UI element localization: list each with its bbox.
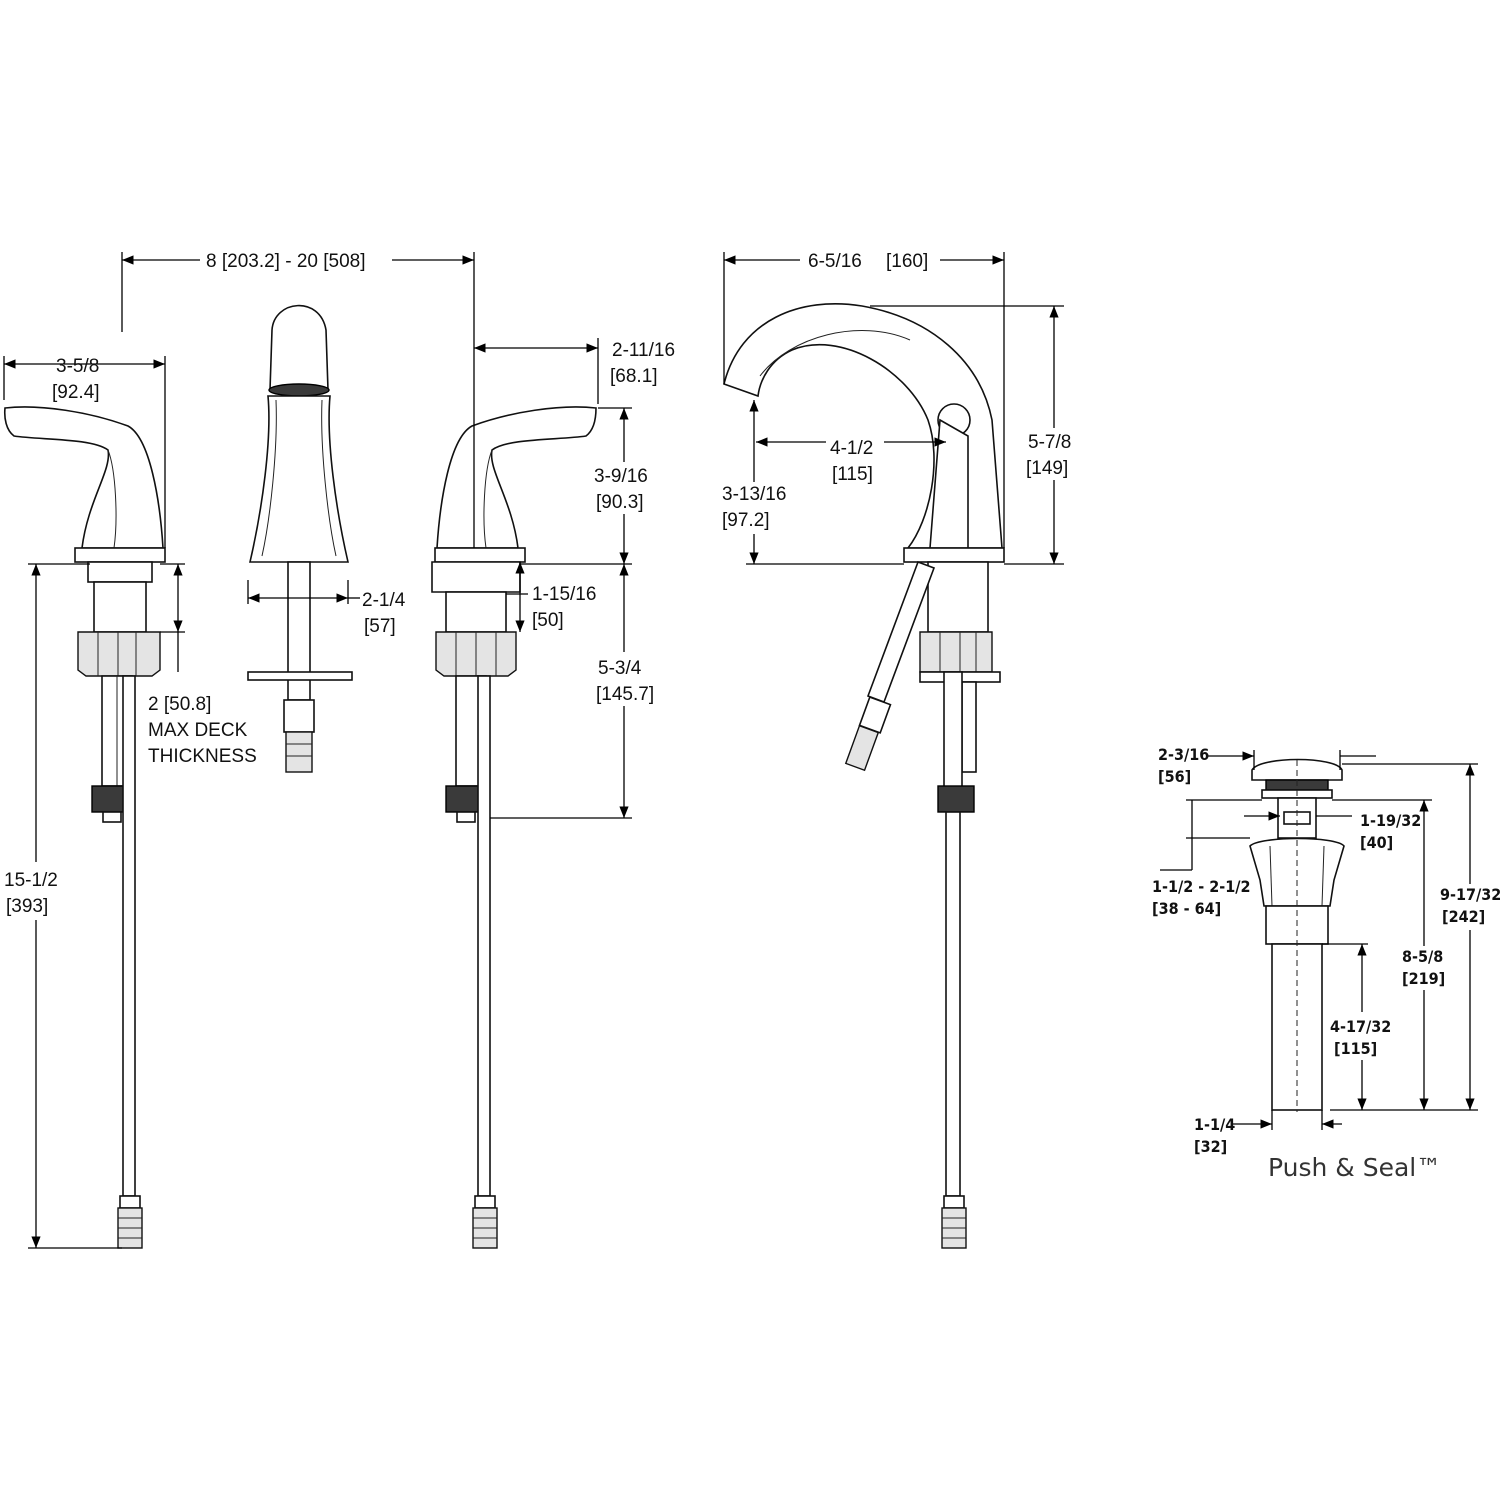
- drain-cap-dia-in: 2-3/16: [1158, 745, 1209, 764]
- handle-depth-in: 2-11/16: [612, 340, 675, 361]
- drain-cap-dia-mm: [56]: [1158, 767, 1191, 786]
- spout-reach-in: 6-5/16: [808, 251, 862, 272]
- aerator-height-in: 3-13/16: [722, 484, 786, 505]
- handle-depth-mm: [68.1]: [610, 366, 658, 387]
- spout-side-view: [723, 303, 1005, 1249]
- center-spout-front: [247, 304, 353, 773]
- dimension-labels: 8 [203.2] - 20 [508] 3-5/8 [92.4] 2 [50.…: [4, 246, 1500, 1182]
- drain-flange-mm: [40]: [1360, 833, 1393, 852]
- spout-clearance-in: 4-1/2: [830, 438, 873, 459]
- handle-spread-label: 8 [203.2] - 20 [508]: [206, 251, 366, 272]
- total-length-in: 15-1/2: [4, 870, 58, 891]
- handle-width-in: 3-5/8: [56, 356, 99, 377]
- push-seal-drain: [1249, 758, 1345, 1112]
- handle-height-in: 3-9/16: [594, 466, 648, 487]
- shank-mm: [50]: [532, 610, 564, 631]
- spout-clearance-mm: [115]: [832, 464, 873, 485]
- aerator-height-mm: [97.2]: [722, 510, 770, 531]
- dimension-lines: [3, 252, 1478, 1249]
- deck-thickness-line2: THICKNESS: [148, 746, 257, 767]
- drain-body-in: 8-5/8: [1402, 947, 1443, 966]
- drain-tail-dia-mm: [32]: [1194, 1137, 1227, 1156]
- drain-tail-dia-in: 1-1/4: [1194, 1115, 1235, 1134]
- drain-tail-mm: [115]: [1334, 1039, 1377, 1058]
- drain-sink-range-mm: [38 - 64]: [1152, 899, 1221, 918]
- below-deck-mm: [145.7]: [596, 684, 654, 705]
- spout-height-in: 5-7/8: [1028, 432, 1071, 453]
- drain-sink-range-in: 1-1/2 - 2-1/2: [1152, 877, 1251, 896]
- spout-height-mm: [149]: [1026, 458, 1068, 479]
- deck-thickness-line1: MAX DECK: [148, 720, 248, 741]
- total-length-mm: [393]: [6, 896, 48, 917]
- drain-overall-in: 9-17/32: [1440, 885, 1500, 904]
- handle-width-mm: [92.4]: [52, 382, 100, 403]
- below-deck-in: 5-3/4: [598, 658, 642, 679]
- right-handle-assembly: [431, 406, 597, 1249]
- spout-base-mm: [57]: [364, 616, 396, 637]
- push-seal-label: Push & Seal™: [1268, 1153, 1441, 1182]
- deck-thickness-in: 2 [50.8]: [148, 694, 211, 715]
- drain-flange-in: 1-19/32: [1360, 811, 1421, 830]
- spout-base-in: 2-1/4: [362, 590, 406, 611]
- left-handle-assembly: [3, 406, 166, 1249]
- drain-body-mm: [219]: [1402, 969, 1445, 988]
- drain-tail-in: 4-17/32: [1330, 1017, 1391, 1036]
- handle-height-mm: [90.3]: [596, 492, 644, 513]
- spout-reach-mm: [160]: [886, 251, 928, 272]
- shank-in: 1-15/16: [532, 584, 596, 605]
- drain-overall-mm: [242]: [1442, 907, 1485, 926]
